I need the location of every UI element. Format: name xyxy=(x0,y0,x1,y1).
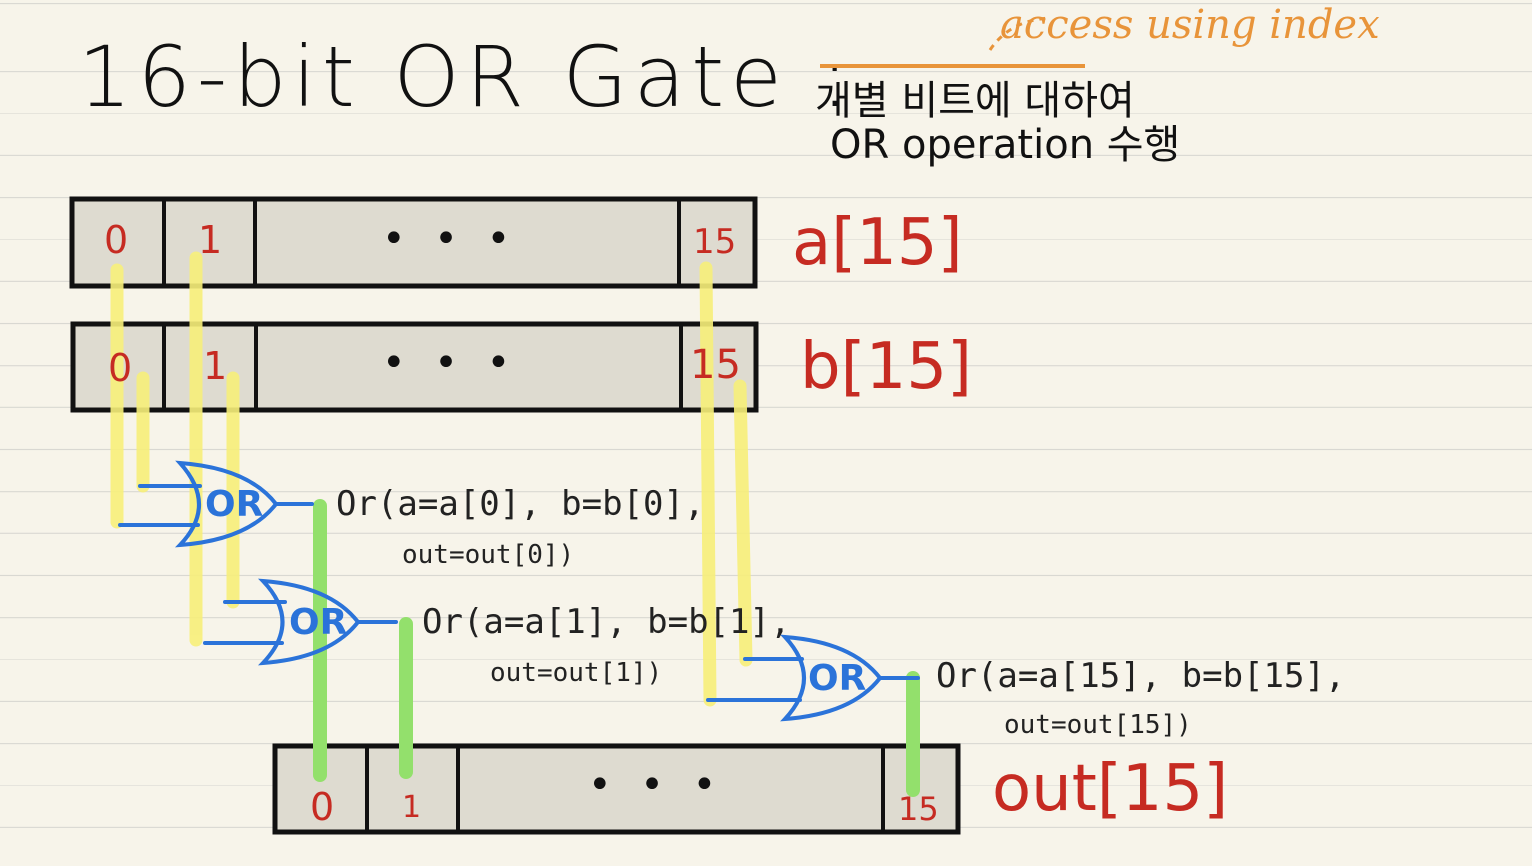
reg-a-label: a[15] xyxy=(792,206,963,280)
or-gate-15-symbol: OR xyxy=(808,658,867,699)
description-line-1: 개별 비트에 대하여 xyxy=(815,78,1135,124)
or-gate-15 xyxy=(706,634,920,722)
description-line-2: OR operation 수행 xyxy=(830,122,1181,168)
reg-b-cell-ellipsis: • • • xyxy=(382,340,519,386)
register-out xyxy=(272,743,961,835)
reg-b-cell-15: 15 xyxy=(690,342,741,388)
or-gate-15-call-line2: out=out[15]) xyxy=(1004,710,1192,740)
reg-out-cell-1: 1 xyxy=(402,790,422,825)
reg-a-cell-ellipsis: • • • xyxy=(382,216,519,262)
or-gate-0-symbol: OR xyxy=(205,484,264,525)
input-wires xyxy=(110,251,753,707)
reg-out-cell-ellipsis: • • • xyxy=(588,762,725,808)
reg-b-cell-0: 0 xyxy=(108,346,133,390)
register-a xyxy=(69,196,758,289)
output-wires xyxy=(313,499,920,797)
or-gate-0 xyxy=(118,460,314,548)
reg-a-cell-15: 15 xyxy=(693,222,737,262)
reg-out-cell-15: 15 xyxy=(898,790,939,828)
or-gate-1-call-line2: out=out[1]) xyxy=(490,658,663,688)
reg-out-cell-0: 0 xyxy=(310,785,335,829)
or-gate-0-call-line2: out=out[0]) xyxy=(402,540,575,570)
reg-a-cell-0: 0 xyxy=(104,218,129,262)
reg-a-cell-1: 1 xyxy=(198,218,223,262)
page-title: 16-bit OR Gate : xyxy=(78,28,855,126)
annotation-note: access using index xyxy=(1000,2,1380,48)
register-b xyxy=(70,321,759,413)
reg-b-cell-1: 1 xyxy=(203,344,228,388)
or-gate-1-symbol: OR xyxy=(289,602,348,643)
or-gate-1-call-line1: Or(a=a[1], b=b[1], xyxy=(422,602,791,642)
annotation-arrow xyxy=(988,16,1051,51)
reg-b-label: b[15] xyxy=(800,330,972,404)
or-gate-1 xyxy=(203,578,398,666)
reg-out-label: out[15] xyxy=(992,752,1229,826)
or-gate-0-call-line1: Or(a=a[0], b=b[0], xyxy=(336,484,705,524)
or-gate-15-call-line1: Or(a=a[15], b=b[15], xyxy=(936,656,1346,696)
